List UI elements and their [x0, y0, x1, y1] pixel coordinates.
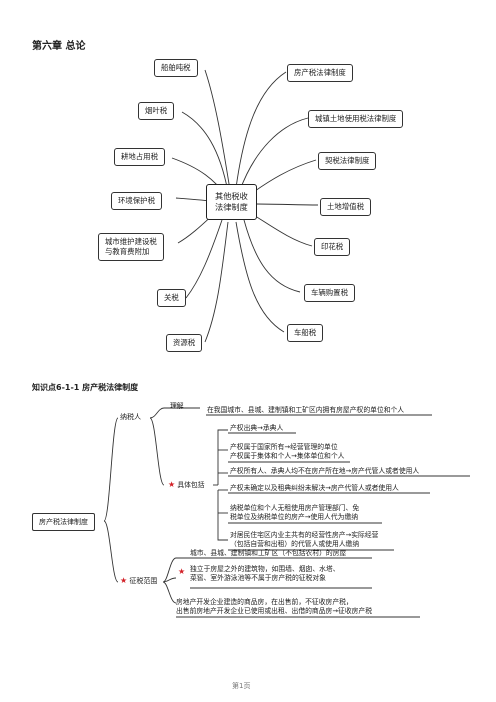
right-node-1: 房产税法律制度	[287, 64, 353, 82]
scope-item-2: 房地产开发企业建造的商品房，在出售前，不征收房产税， 出售前房地产开发企业已使用…	[176, 598, 372, 616]
scope-item-2-line-1: 房地产开发企业建造的商品房，在出售前，不征收房产税，	[176, 598, 353, 606]
item-5-line-1: 纳税单位和个人无租使用房产管理部门、免	[230, 504, 360, 512]
item-6-line-2: （包括自营和出租）的代管人或使用人缴纳	[230, 540, 360, 548]
understand-label: 理解	[170, 402, 184, 410]
scope-item-2-line-2: 出售前房地产开发企业已使用或出租、出借的商品房→征收房产税	[176, 607, 373, 615]
item-3: 产权所有人、承典人均不在房产所在地→房产代管人或者使用人	[230, 467, 419, 476]
right-node-6: 车辆购置税	[304, 284, 355, 302]
scope-label-text: 征税范围	[129, 577, 158, 585]
scope-item-1: ★ 独立于房屋之外的建筑物，如围墙、烟囱、水塔、 菜窖、室外游泳池等不属于房产税…	[178, 565, 340, 583]
tree-root: 房产税法律制度	[32, 513, 95, 531]
star-icon: ★	[120, 576, 128, 585]
left-node-3: 耕地占用税	[114, 148, 165, 166]
center-line-2: 法律制度	[215, 202, 248, 212]
left-node-5-line-2: 与教育费附加	[105, 247, 150, 256]
item-4-line-1: 产权未确定以及租典纠纷未解决→房产代管人或者使用人	[230, 484, 399, 492]
taxpayer-label: 纳税人	[120, 413, 141, 421]
mindmap-center: 其他税收 法律制度	[206, 184, 257, 220]
item-5-line-2: 税单位及纳税单位的房产→使用人代为缴纳	[230, 513, 359, 521]
item-1: 产权出典→承典人	[230, 424, 283, 433]
page-number: 第1页	[232, 682, 251, 690]
understand-text: 在我国城市、县城、建制镇和工矿区内拥有房屋产权的单位和个人	[207, 406, 405, 414]
left-node-6: 关税	[157, 289, 186, 307]
chapter-title: 第六章 总论	[32, 41, 86, 52]
item-3-line-1: 产权所有人、承典人均不在房产所在地→房产代管人或者使用人	[230, 467, 420, 475]
right-node-4: 土地增值税	[320, 198, 371, 216]
right-node-2: 城镇土地使用税法律制度	[308, 110, 404, 128]
center-line-1: 其他税收	[215, 191, 248, 201]
item-6-line-1: 对居民住宅区内业主共有的经营性房产→实际经营	[230, 531, 379, 539]
item-2-line-2: 产权属于集体和个人→集体单位和个人	[230, 452, 345, 460]
section-title: 知识点6-1-1 房产税法律制度	[32, 383, 139, 392]
star-icon: ★	[168, 480, 176, 489]
left-node-4: 环境保护税	[111, 192, 162, 210]
left-node-1: 船舶吨税	[154, 59, 198, 77]
item-5: 纳税单位和个人无租使用房产管理部门、免 税单位及纳税单位的房产→使用人代为缴纳	[230, 504, 359, 522]
item-2: 产权属于国家所有→经营管理的单位 产权属于集体和个人→集体单位和个人	[230, 443, 344, 461]
item-6: 对居民住宅区内业主共有的经营性房产→实际经营 （包括自营和出租）的代管人或使用人…	[230, 531, 378, 549]
scope-top: 城市、县城、建制镇和工矿区（不包括农村）的房屋	[190, 549, 347, 557]
item-2-line-1: 产权属于国家所有→经营管理的单位	[230, 443, 338, 451]
right-node-5: 印花税	[314, 238, 351, 256]
specific-label-text: 具体包括	[177, 481, 205, 489]
scope-item-1-line-2: 菜窖、室外游泳池等不属于房产税的征税对象	[190, 574, 326, 582]
left-node-5: 城市维护建设税 与教育费附加	[98, 233, 164, 261]
left-node-5-line-1: 城市维护建设税	[105, 237, 157, 246]
star-icon: ★	[178, 567, 186, 576]
scope-item-1-line-1: 独立于房屋之外的建筑物，如围墙、烟囱、水塔、	[190, 565, 340, 573]
left-node-7: 资源税	[166, 334, 203, 352]
left-node-2: 烟叶税	[138, 102, 175, 120]
item-1-line-1: 产权出典→承典人	[230, 424, 284, 432]
specific-label: ★ 具体包括	[168, 480, 205, 490]
right-node-3: 契税法律制度	[318, 152, 377, 170]
right-node-7: 车船税	[287, 324, 324, 342]
item-4: 产权未确定以及租典纠纷未解决→房产代管人或者使用人	[230, 484, 399, 493]
scope-label: ★ 征税范围	[120, 576, 157, 586]
